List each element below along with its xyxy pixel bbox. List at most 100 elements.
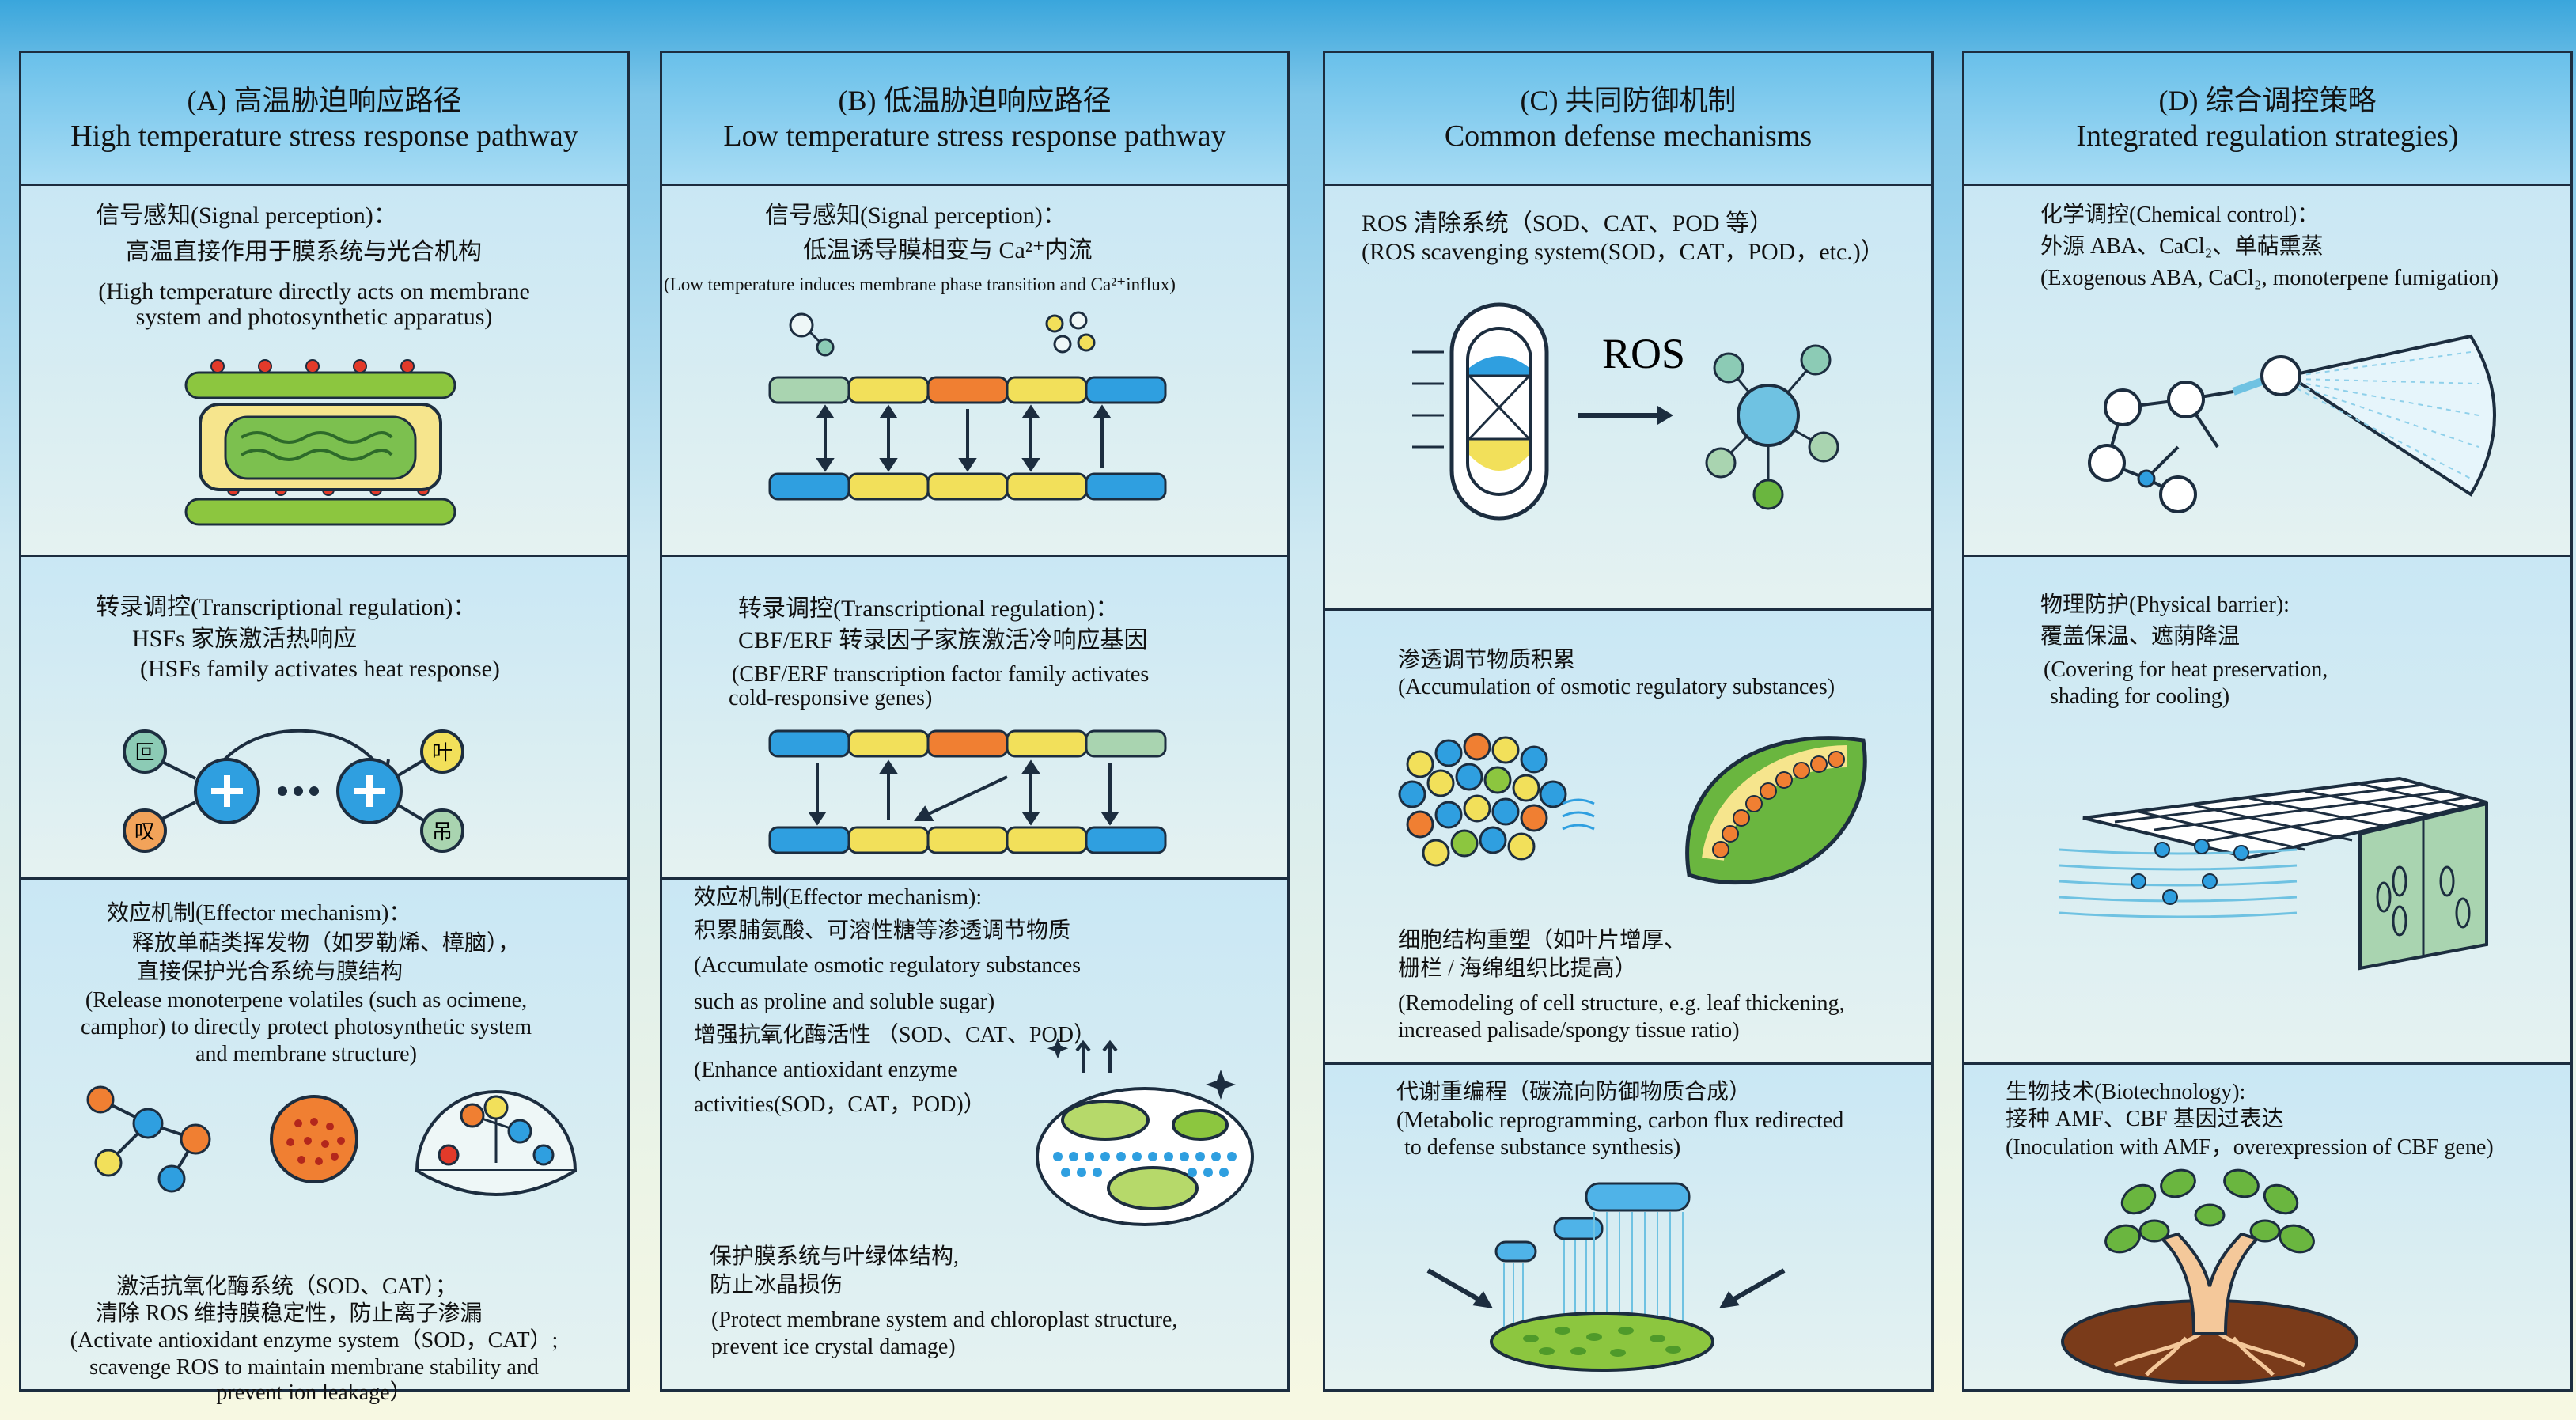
b-effector-zh-3: 保护膜系统与叶绿体结构,: [710, 1244, 960, 1269]
a-effector-en-4: (Activate antioxidant enzyme system（SOD，…: [70, 1328, 559, 1353]
column-a-title-en: High temperature stress response pathway: [70, 119, 578, 153]
b-effector-zh-2: 增强抗氧化酶活性 （SOD、CAT、POD）: [694, 1023, 1096, 1047]
a-signal-en-1: (High temperature directly acts on membr…: [98, 278, 530, 305]
b-effector-en-1: (Accumulate osmotic regulatory substance…: [694, 953, 1082, 978]
column-d-header: (D) 综合调控策略 Integrated regulation strateg…: [1964, 53, 2570, 186]
d-physical-heading: 物理防护(Physical barrier):: [2040, 593, 2290, 617]
column-a: (A) 高温胁迫响应路径 High temperature stress res…: [19, 51, 630, 1405]
a-effector-zh-3: 激活抗氧化酶系统（SOD、CAT）；: [116, 1274, 457, 1299]
b-effector-en-5: (Protect membrane system and chloroplast…: [711, 1308, 1178, 1332]
c-structure-en-1: (Remodeling of cell structure, e.g. leaf…: [1398, 991, 1845, 1016]
d-physical-en-2: shading for cooling): [2050, 684, 2230, 709]
c-ros-section: ROS 清除系统（SOD、CAT、POD 等） (ROS scavenging …: [1325, 186, 1931, 608]
a-transcription-zh: HSFs 家族激活热响应: [132, 626, 358, 652]
b-signal-heading: 信号感知(Signal perception)：: [765, 203, 1066, 229]
column-c-title-en: Common defense mechanisms: [1444, 119, 1813, 153]
d-biotech-heading: 生物技术(Biotechnology):: [2006, 1080, 2246, 1104]
d-physical-en-1: (Covering for heat preservation,: [2044, 657, 2328, 682]
c-osmotic-en: (Accumulation of osmotic regulatory subs…: [1398, 675, 1835, 699]
c-metabolic-section: 代谢重编程（碳流向防御物质合成） (Metabolic reprogrammin…: [1325, 1062, 1931, 1389]
a-effector-section: 效应机制(Effector mechanism)： 释放单萜类挥发物（如罗勒烯、…: [21, 877, 627, 1405]
column-b-title-zh: (B) 低温胁迫响应路径: [838, 84, 1112, 116]
column-c: (C) 共同防御机制 Common defense mechanisms ROS…: [1323, 51, 1934, 1392]
ros-scavenging-illustration: ROS: [1412, 302, 1839, 521]
a-effector-heading: 效应机制(Effector mechanism)：: [107, 901, 411, 926]
column-d-title-zh: (D) 综合调控策略: [2158, 84, 2377, 116]
b-transcription-en-1: (CBF/ERF transcription factor family act…: [732, 662, 1150, 687]
fumigation-illustration: [2088, 334, 2496, 513]
c-metabolic-en-2: to defense substance synthesis): [1404, 1135, 1681, 1160]
a-effector-zh-2: 直接保护光合系统与膜结构: [137, 960, 403, 984]
c-structure-zh-1: 细胞结构重塑（如叶片增厚、: [1398, 928, 1687, 952]
c-structure-zh-2: 栅栏 / 海绵组织比提高）: [1398, 956, 1637, 981]
b-effector-en-2: such as proline and soluble sugar): [694, 990, 995, 1014]
c-structure-en-2: increased palisade/spongy tissue ratio): [1398, 1018, 1740, 1043]
column-b-header: (B) 低温胁迫响应路径 Low temperature stress resp…: [662, 53, 1287, 186]
node-label-2: 叹: [134, 820, 155, 844]
b-effector-en-3: (Enhance antioxidant enzyme: [694, 1058, 957, 1082]
b-effector-en-4: activities(SOD，CAT，POD)）: [694, 1092, 986, 1117]
column-b: (B) 低温胁迫响应路径 Low temperature stress resp…: [660, 51, 1290, 1392]
a-signal-heading: 信号感知(Signal perception)：: [96, 203, 397, 229]
a-signal-en-2: system and photosynthetic apparatus): [135, 304, 493, 330]
b-transcription-heading: 转录调控(Transcriptional regulation)：: [738, 596, 1119, 622]
osmotic-cells-illustration: [1398, 733, 1867, 885]
c-metabolic-zh: 代谢重编程（碳流向防御物质合成）: [1396, 1080, 1752, 1104]
a-transcription-heading: 转录调控(Transcriptional regulation)：: [96, 594, 477, 620]
d-physical-section: 物理防护(Physical barrier): 覆盖保温、遮荫降温 (Cover…: [1964, 555, 2570, 1062]
tree-roots-illustration: [2061, 1168, 2358, 1384]
d-biotech-en: (Inoculation with AMF，overexpression of …: [2006, 1135, 2494, 1160]
d-chemical-en: (Exogenous ABA, CaCl₂, monoterpene fumig…: [2040, 266, 2499, 290]
b-effector-section: 效应机制(Effector mechanism): 积累脯氨酸、可溶性糖等渗透调…: [662, 877, 1287, 1389]
b-signal-en: (Low temperature induces membrane phase …: [664, 275, 1176, 294]
column-b-title-en: Low temperature stress response pathway: [723, 119, 1226, 153]
b-transcription-section: 转录调控(Transcriptional regulation)： CBF/ER…: [662, 555, 1287, 877]
cbf-erf-illustration: [768, 729, 1167, 854]
c-metabolic-en-1: (Metabolic reprogramming, carbon flux re…: [1396, 1108, 1844, 1133]
hsf-network-illustration: 叵 叹 叶 吊: [123, 729, 464, 853]
node-label-4: 吊: [432, 820, 453, 844]
a-transcription-en: (HSFs family activates heat response): [140, 656, 500, 682]
a-effector-zh-4: 清除 ROS 维持膜稳定性，防止离子渗漏: [96, 1301, 483, 1326]
d-biotech-section: 生物技术(Biotechnology): 接种 AMF、CBF 基因过表达 (I…: [1964, 1062, 2570, 1389]
a-effector-en-5: scavenge ROS to maintain membrane stabil…: [89, 1355, 539, 1380]
node-label-3: 叶: [432, 741, 453, 765]
a-signal-zh: 高温直接作用于膜系统与光合机构: [126, 239, 482, 265]
ros-label: ROS: [1602, 330, 1685, 377]
b-signal-zh: 低温诱导膜相变与 Ca²⁺内流: [803, 237, 1093, 263]
monoterpene-illustration: [86, 1085, 578, 1196]
a-transcription-section: 转录调控(Transcriptional regulation)： HSFs 家…: [21, 555, 627, 877]
a-effector-en-1: (Release monoterpene volatiles (such as …: [85, 988, 528, 1013]
b-transcription-zh: CBF/ERF 转录因子家族激活冷响应基因: [738, 627, 1148, 653]
c-ros-en: (ROS scavenging system(SOD，CAT，POD，etc.)…: [1362, 239, 1885, 265]
d-biotech-zh: 接种 AMF、CBF 基因过表达: [2006, 1107, 2284, 1131]
calcium-influx-illustration: [768, 311, 1167, 501]
b-effector-zh-1: 积累脯氨酸、可溶性糖等渗透调节物质: [694, 918, 1071, 943]
b-effector-zh-4: 防止冰晶损伤: [710, 1273, 843, 1297]
a-effector-en-6: prevent ion leakage）: [216, 1380, 412, 1405]
column-c-title-zh: (C) 共同防御机制: [1520, 84, 1737, 116]
column-d-title-en: Integrated regulation strategies): [2076, 119, 2459, 153]
node-label-1: 叵: [134, 741, 155, 765]
b-signal-section: 信号感知(Signal perception)： 低温诱导膜相变与 Ca²⁺内流…: [662, 186, 1287, 555]
a-effector-zh-1: 释放单萜类挥发物（如罗勒烯、樟脑），: [132, 931, 521, 956]
chloroplast-illustration: [1036, 1038, 1254, 1226]
b-effector-en-6: prevent ice crystal damage): [711, 1335, 956, 1359]
a-effector-en-3: and membrane structure): [195, 1042, 417, 1066]
b-effector-heading: 效应机制(Effector mechanism):: [694, 885, 983, 910]
column-d: (D) 综合调控策略 Integrated regulation strateg…: [1962, 51, 2573, 1392]
membrane-illustration: [184, 359, 456, 526]
c-ros-zh: ROS 清除系统（SOD、CAT、POD 等）: [1362, 210, 1774, 237]
column-c-header: (C) 共同防御机制 Common defense mechanisms: [1325, 53, 1931, 186]
column-a-header: (A) 高温胁迫响应路径 High temperature stress res…: [21, 53, 627, 186]
shade-net-illustration: [2059, 776, 2488, 971]
column-a-title-zh: (A) 高温胁迫响应路径: [187, 84, 462, 116]
c-osmotic-section: 渗透调节物质积累 (Accumulation of osmotic regula…: [1325, 608, 1931, 1062]
a-effector-en-2: camphor) to directly protect photosynthe…: [81, 1015, 532, 1039]
d-chemical-zh: 外源 ABA、CaCl₂、单萜熏蒸: [2040, 234, 2324, 259]
metabolic-flux-illustration: [1426, 1182, 1786, 1372]
d-chemical-heading: 化学调控(Chemical control)：: [2040, 203, 2320, 227]
d-chemical-section: 化学调控(Chemical control)： 外源 ABA、CaCl₂、单萜熏…: [1964, 186, 2570, 555]
c-osmotic-zh: 渗透调节物质积累: [1398, 648, 1576, 672]
d-physical-zh: 覆盖保温、遮荫降温: [2040, 624, 2241, 649]
